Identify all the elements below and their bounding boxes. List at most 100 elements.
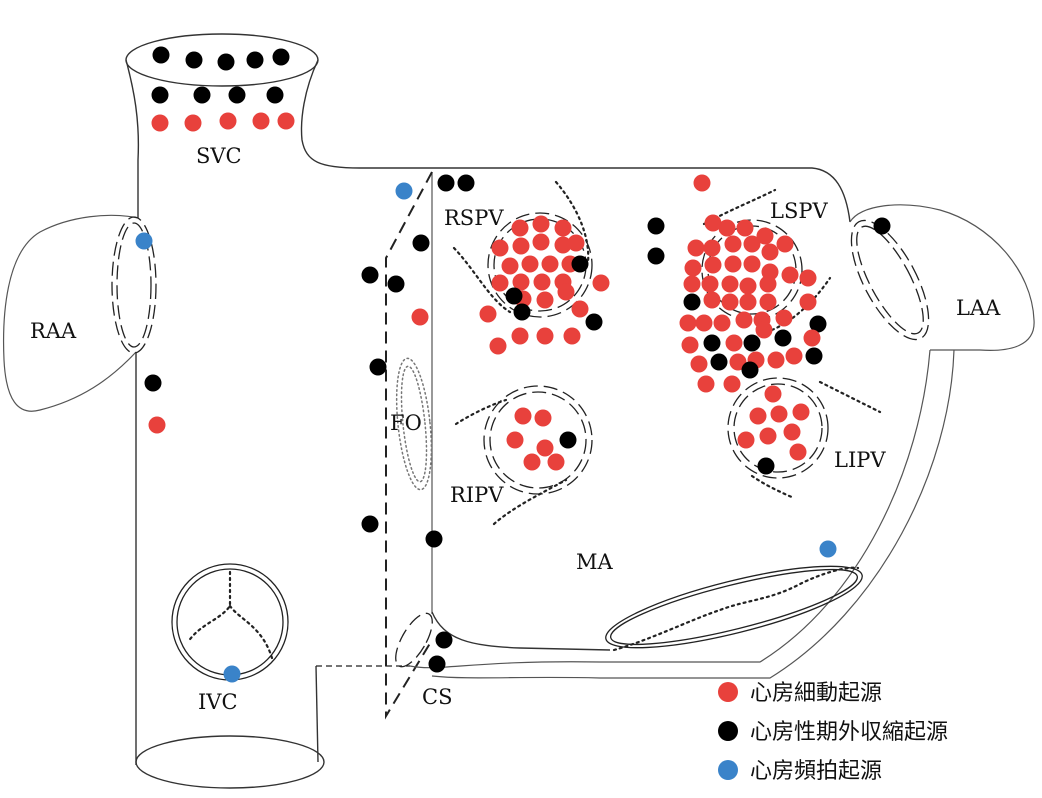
ma-ellipse-inner [610,568,858,646]
ma-dotted-line [612,566,860,652]
labels: SVC RAA IVC CS FO RSPV RIPV LSPV LIPV LA… [30,144,1001,714]
raa-orifice-outer [111,216,157,354]
origin-dot-red [277,112,295,130]
ivc-valve-outer [171,563,289,681]
origin-dot-black [428,655,446,673]
origin-dot-red [781,266,799,284]
origin-dot-red [749,407,767,425]
septum [316,171,433,720]
rspv-dotted-b [452,246,512,314]
origin-dot-black [505,287,523,305]
origin-dot-red [536,327,554,345]
origin-dot-red [739,293,757,311]
origin-dot-red [567,234,585,252]
origin-dot-black [805,347,823,365]
la-floor [431,611,611,651]
origin-dot-black [647,247,665,265]
origin-dot-red [783,423,801,441]
origin-dot-red [703,291,721,309]
cs-outer-line [431,349,955,679]
origin-dot-red [523,453,541,471]
origin-dot-black [425,530,443,548]
label-svc: SVC [196,144,242,168]
origin-dot-red [687,239,705,257]
laa-orifice-inner [856,225,924,335]
origin-dot-red [554,219,572,237]
origin-dot-red [729,353,747,371]
origin-dot-red [792,403,810,421]
origin-dot-red [713,314,731,332]
origin-dot-red [532,233,550,251]
origin-dot-red [764,385,782,403]
origin-dot-red [721,275,739,293]
lipv-dotted-b [750,474,796,500]
origin-dot-black [683,293,701,311]
label-laa: LAA [956,296,1001,320]
fo-outline-inner [400,365,428,483]
legend-label-at: 心房頻拍起源 [750,759,882,784]
label-rspv: RSPV [444,206,504,230]
laa-outline [849,204,1035,351]
label-raa: RAA [30,319,77,343]
septal-dashed-boundary [385,171,433,720]
origin-dot-black [361,515,379,533]
origin-dot-black [193,86,211,104]
lspv-ring-outer [701,219,803,321]
legend-label-af: 心房細動起源 [750,681,882,706]
rspv-ring-outer [487,212,593,318]
origin-dot-red [770,405,788,423]
origin-dot-black [217,53,235,71]
origin-dot-black [144,374,162,392]
origin-dot-red [511,219,529,237]
origin-dot-black [513,303,531,321]
origin-dot-red [151,114,169,132]
ivc-opening [135,735,325,789]
origin-dot-red [767,351,785,369]
laa-orifice-outer [850,219,930,341]
lipv-ring-inner [733,383,823,473]
origin-dot-red [148,416,166,434]
origin-dot-red [489,337,507,355]
origin-dot-red [697,375,715,393]
lipv-ostium [727,377,882,500]
origin-dot-red [737,431,755,449]
origin-dot-black [361,266,379,284]
origin-dot-black [757,457,775,475]
origin-dot-black [246,51,264,69]
origin-dot-red [743,255,761,273]
origin-dot-red [799,293,817,311]
origin-dot-red [704,214,722,232]
origin-dot-red [491,274,509,292]
ripv-ring-inner [489,391,587,489]
origin-dot-black [437,174,455,192]
origin-dot-red [541,255,559,273]
origin-dot-red [506,431,524,449]
origin-dot-red [512,237,530,255]
origin-dot-red [724,235,742,253]
origin-dot-black [228,86,246,104]
cs-ostium [395,612,433,668]
origin-dot-blue [135,232,153,250]
origin-dot-red [511,327,529,345]
ma-ellipse-outer [605,565,863,649]
legend-marker-blue [718,760,738,780]
origin-dot-red [701,275,719,293]
origin-dot-black [457,174,475,192]
origin-dot-red [571,300,589,318]
origin-dot-red [534,409,552,427]
origin-dot-blue [223,665,241,683]
ivc-valve-leaflets [186,570,274,660]
origin-dot-red [736,219,754,237]
origin-dot-black [152,46,170,64]
origin-dot-black [369,358,387,376]
rspv-dotted-a [554,180,590,264]
origin-dot-red [547,453,565,471]
svc-left-wall [125,59,140,218]
fo-outline-outer [395,357,433,491]
origin-dot-black [412,234,430,252]
origin-dot-black [743,334,761,352]
ivc-right-wall [315,665,319,763]
origin-dot-red [735,311,753,329]
origin-dot-black [809,315,827,333]
